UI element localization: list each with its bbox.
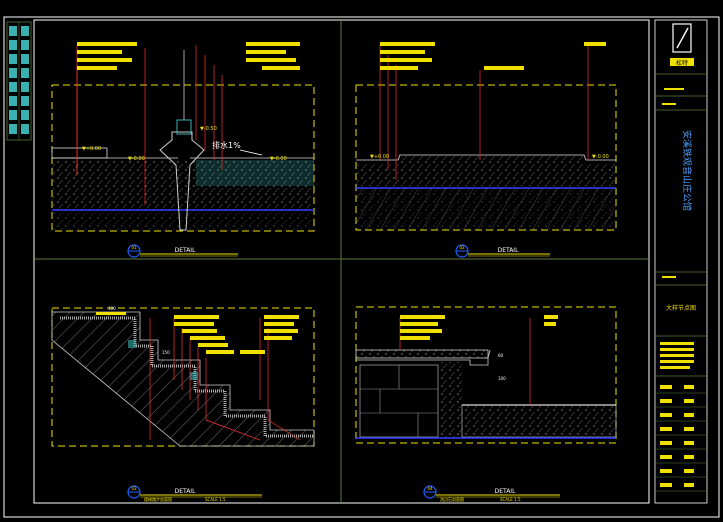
panel-04-dim-2: 100 [498, 376, 506, 381]
title-block-cell [660, 399, 672, 403]
company-logo: 松特 [670, 23, 694, 67]
title-block-cell [660, 441, 672, 445]
title-block-cell [684, 455, 694, 459]
title-block: 松特 安溪铁观音山庄公馆 大样节点图 [654, 19, 708, 504]
logo-text: 松特 [676, 59, 688, 67]
left-strip-cell [9, 26, 17, 36]
title-block-cell [684, 483, 694, 487]
panel-01-slope-text: 排水1% [212, 140, 241, 150]
title-block-cell [684, 469, 694, 473]
left-strip-cell [9, 40, 17, 50]
detail-panel-01: ▼+0.00 ▼-0.50 ▼-0.00 ▼-0.00 排水1% 01 DETA… [51, 42, 315, 258]
panel-03-dim-1: 300 [108, 306, 116, 311]
panel-01-title-marker: 01 DETAIL [127, 244, 238, 258]
panel-03-title: DETAIL [175, 488, 196, 495]
title-block-cell [660, 483, 672, 487]
title-block-cell [684, 413, 694, 417]
panel-04-coping-stone [355, 349, 489, 359]
detail-panel-04: 60 100 04 DETAIL 池边石剖面图 SCALE 1:5 [355, 306, 617, 502]
left-strip-cell [21, 124, 29, 134]
title-block-cell [660, 385, 672, 389]
left-strip-cell [21, 96, 29, 106]
panel-01-level-tag-2: ▼-0.50 [200, 126, 217, 132]
left-strip-cell [9, 124, 17, 134]
panel-03-title-marker: 03 DETAIL 楼梯踏步剖面图 SCALE 1:5 [127, 485, 262, 502]
title-block-cell [684, 427, 694, 431]
panel-04-title-marker: 04 DETAIL 池边石剖面图 SCALE 1:5 [423, 485, 560, 502]
panel-02-title: DETAIL [498, 247, 519, 254]
panel-03-dim-2: 150 [162, 350, 170, 355]
title-block-cell [660, 455, 672, 459]
left-strip-cell [21, 82, 29, 92]
detail-panel-02: ▼+0.00 ▼-0.00 02 DETAIL [355, 42, 617, 258]
title-block-cell [684, 385, 694, 389]
title-block-cell [684, 399, 694, 403]
panel-03-scale: SCALE 1:5 [205, 497, 226, 502]
panel-01-level-tag-1: ▼+0.00 [82, 146, 101, 152]
project-name: 安溪铁观音山庄公馆 [681, 130, 693, 211]
svg-text:01: 01 [131, 245, 137, 250]
panel-02-title-marker: 02 DETAIL [455, 244, 550, 258]
panel-01-level-tag-3: ▼-0.00 [128, 156, 145, 162]
panel-01-gravel-layer [52, 160, 314, 210]
left-strip-cell [21, 26, 29, 36]
title-block-cell [684, 441, 694, 445]
sheet-frame [3, 16, 720, 518]
detail-panel-03: 300 150 03 DETAIL 楼梯踏步剖面图 SCALE 1:5 [51, 306, 315, 502]
title-block-table [655, 385, 707, 492]
title-block-notes [660, 342, 694, 369]
left-strip-cell [21, 68, 29, 78]
left-strip-cell [21, 54, 29, 64]
panel-04-title: DETAIL [495, 488, 516, 495]
title-block-cell [660, 413, 672, 417]
title-block-cell [660, 427, 672, 431]
panel-01-level-tag-4: ▼-0.00 [270, 156, 287, 162]
left-strip-cell [9, 68, 17, 78]
svg-text:03: 03 [131, 486, 137, 491]
svg-text:04: 04 [427, 486, 433, 491]
left-strip-cell [21, 110, 29, 120]
left-strip-cell [9, 110, 17, 120]
left-strip-cell [9, 96, 17, 106]
panel-02-level-tag-1: ▼+0.00 [370, 154, 389, 160]
panel-04-scale: SCALE 1:5 [500, 497, 521, 502]
sheet-title: 大样节点图 [666, 304, 696, 312]
panel-03-stair-structure [51, 311, 315, 447]
panel-04-dim-1: 60 [498, 353, 504, 358]
left-strip-cell [9, 82, 17, 92]
panel-02-level-tag-2: ▼-0.00 [592, 154, 609, 160]
panel-01-drain-channel [159, 131, 205, 231]
left-strip-cell [9, 54, 17, 64]
panel-03-caption: 楼梯踏步剖面图 [144, 496, 172, 502]
panel-01-title: DETAIL [175, 247, 196, 254]
title-block-cell [660, 469, 672, 473]
left-revision-strip [6, 21, 32, 141]
left-strip-cell [21, 40, 29, 50]
panel-04-caption: 池边石剖面图 [440, 496, 464, 502]
svg-text:02: 02 [459, 245, 465, 250]
